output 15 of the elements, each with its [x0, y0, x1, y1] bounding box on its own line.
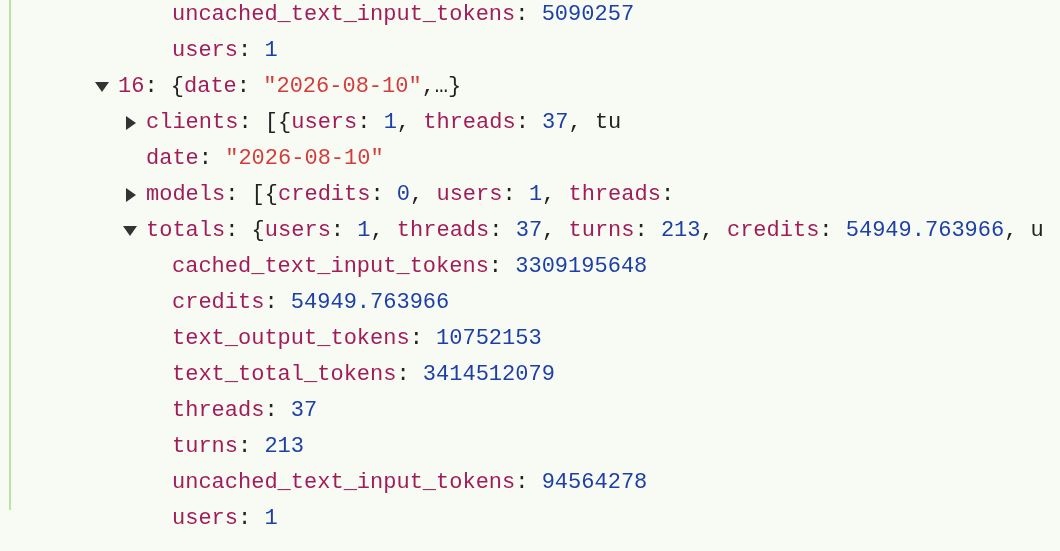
json-line: threads: 37	[172, 397, 318, 425]
json-line: cached_text_input_tokens: 3309195648	[172, 253, 648, 281]
json-line: uncached_text_input_tokens: 94564278	[172, 469, 648, 497]
json-line: models: [{credits: 0, users: 1, threads:	[146, 181, 675, 209]
json-line: credits: 54949.763966	[172, 289, 450, 317]
json-line: totals: {users: 1, threads: 37, turns: 213, credits: 54949.763966, u	[146, 217, 1044, 245]
json-line: users: 1	[172, 37, 278, 65]
json-line: text_output_tokens: 10752153	[172, 325, 542, 353]
json-line: clients: [{users: 1, threads: 37, tu	[146, 109, 622, 137]
json-line: text_total_tokens: 3414512079	[172, 361, 555, 389]
json-line: date: "2026-08-10"	[146, 145, 384, 173]
json-line: uncached_text_input_tokens: 5090257	[172, 1, 635, 29]
json-line: turns: 213	[172, 433, 305, 461]
json-line: 16: {date: "2026-08-10",…}	[118, 73, 462, 101]
json-line: users: 1	[172, 505, 278, 533]
